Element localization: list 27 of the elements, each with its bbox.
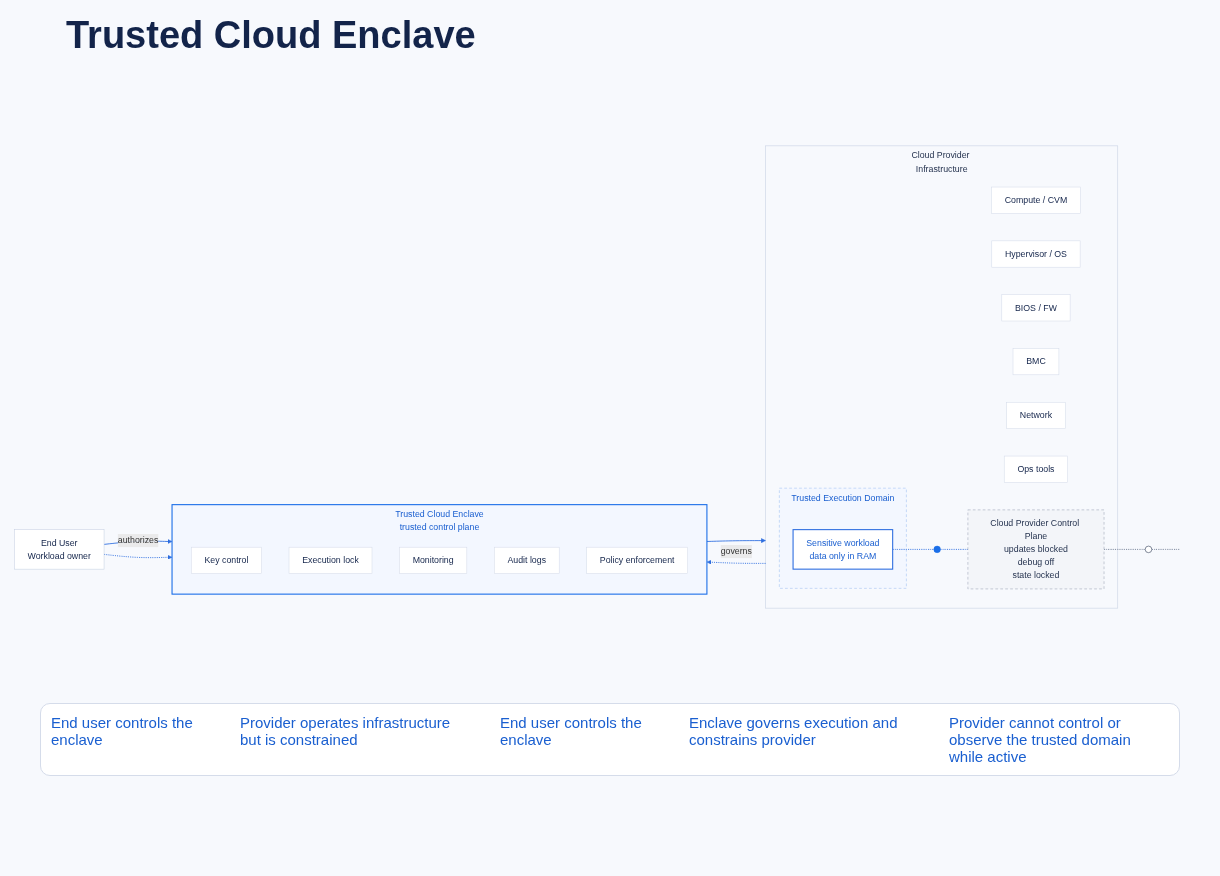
node-circle xyxy=(933,545,941,553)
node-box: Compute / CVM xyxy=(991,186,1081,214)
edge-label: authorizes xyxy=(117,535,159,545)
node-circle xyxy=(1144,545,1153,553)
note-text: End user controls the enclave xyxy=(500,714,643,750)
node-box: Key control xyxy=(190,546,262,574)
node-box: Policy enforcement xyxy=(586,546,688,574)
note-text: Enclave governs execution and constrains provider xyxy=(689,714,899,750)
node-box: BMC xyxy=(1012,348,1060,376)
node-box: BIOS / FW xyxy=(1001,294,1071,322)
node-box: Ops tools xyxy=(1003,455,1068,483)
node-box: End User Workload owner xyxy=(14,529,105,570)
connector xyxy=(1103,548,1146,550)
node-box: Hypervisor / OS xyxy=(991,240,1081,268)
note-text: End user controls the enclave xyxy=(51,714,194,750)
connector xyxy=(1151,548,1180,550)
title: Trusted Cloud Enclave xyxy=(66,14,477,57)
node-box: Audit logs xyxy=(494,546,560,574)
node-box: Sensitive workload data only in RAM xyxy=(792,529,894,570)
node-box: Monitoring xyxy=(399,546,468,574)
note-text: Provider cannot control or observe the trusted domain while active xyxy=(949,714,1132,765)
connector xyxy=(940,548,969,550)
note-text: Provider operates infrastructure but is constrained xyxy=(240,714,452,750)
node-box: Cloud Provider Control Plane updates blocked debug off state locked xyxy=(967,509,1105,590)
node-box: Execution lock xyxy=(288,546,373,574)
node-box: Network xyxy=(1006,401,1066,429)
edge-label: governs xyxy=(720,546,752,556)
